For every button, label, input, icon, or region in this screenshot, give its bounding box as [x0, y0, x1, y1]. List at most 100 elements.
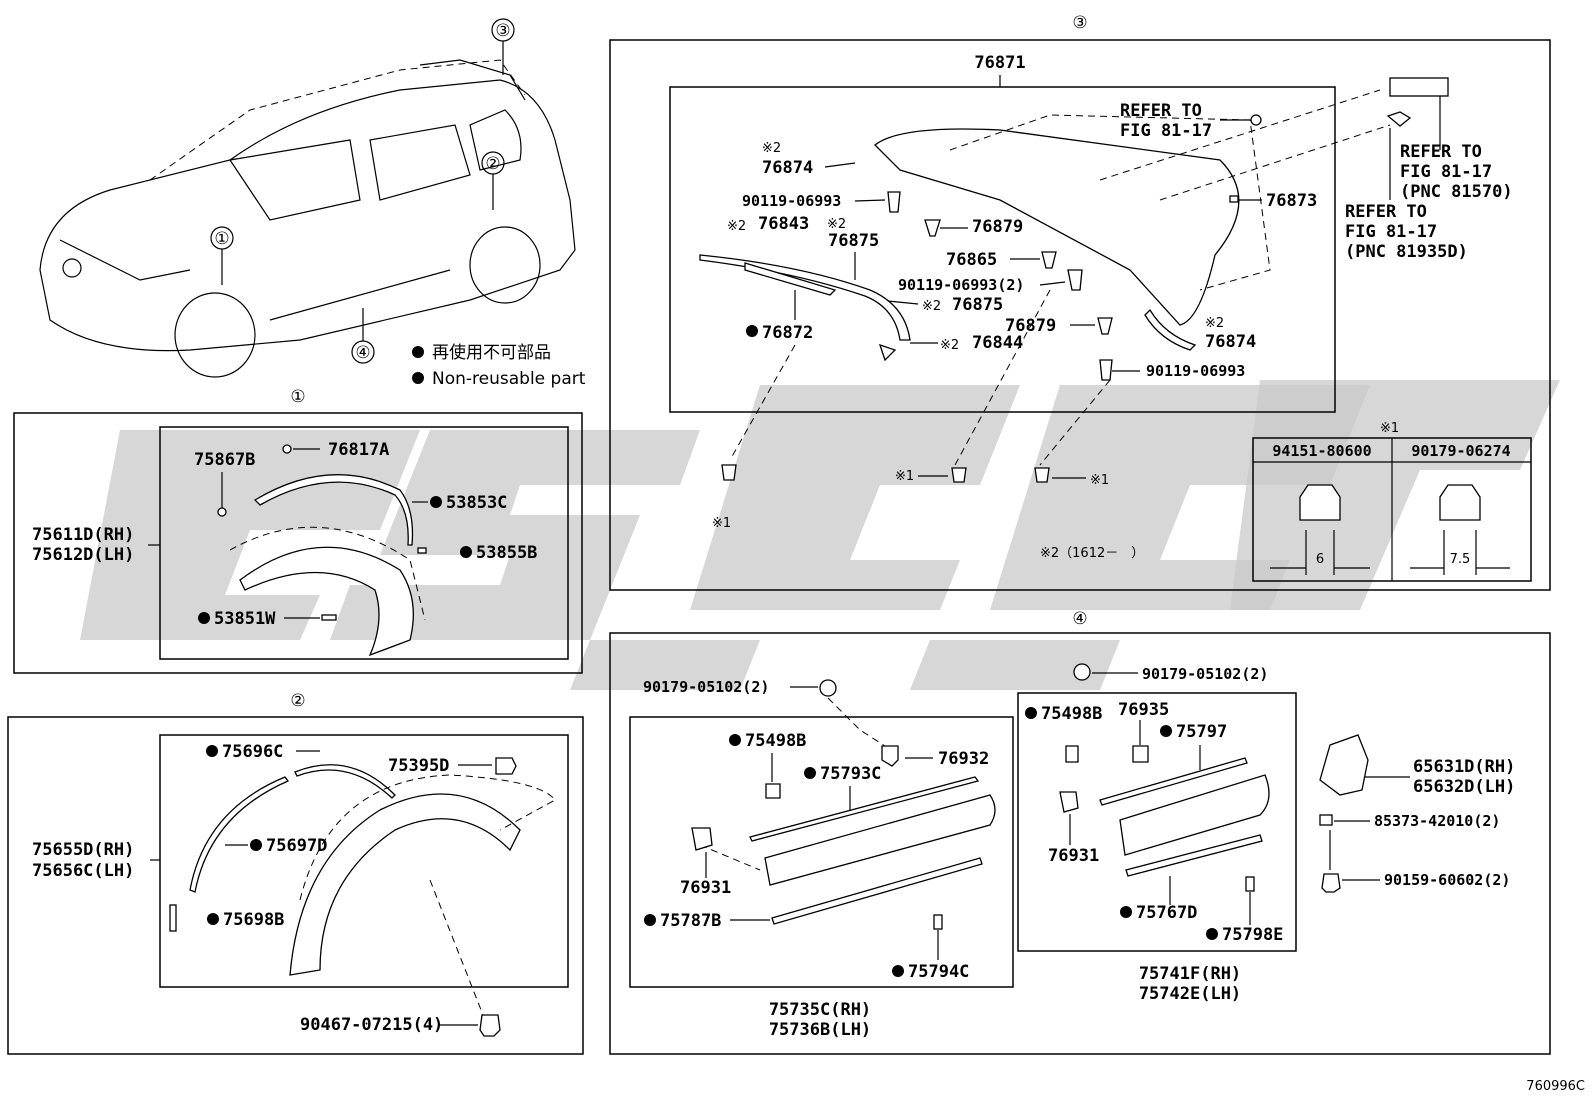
part-75794C: 75794C [908, 962, 969, 982]
section-4-assy-a-lh: 75736B(LH) [769, 1020, 871, 1040]
part-76843: 76843 [758, 214, 809, 234]
part-76874-b: 76874 [1205, 332, 1256, 352]
note-2-mark: ※2 [940, 338, 959, 353]
note-1-mark: ※1 [712, 516, 731, 531]
section-4-assy-b-rh: 75741F(RH) [1139, 964, 1241, 984]
section-2-marker: ② [290, 691, 305, 711]
part-53853C: 53853C [446, 493, 507, 513]
clip-dim-2: 7.5 [1450, 552, 1471, 567]
part-65631D: 65631D(RH) [1413, 757, 1515, 777]
section-4-right-frame [1017, 692, 1297, 952]
car-callout-3: ③ [495, 21, 510, 41]
part-76872: 76872 [762, 323, 813, 343]
section-4-assy-b-lh: 75742E(LH) [1139, 984, 1241, 1004]
part-90119-b: 90119-06993(2) [898, 276, 1024, 294]
part-75697D: 75697D [266, 836, 327, 856]
part-75498B-b: 75498B [1041, 704, 1102, 724]
section-2-inner-frame [159, 734, 569, 988]
part-75797: 75797 [1176, 722, 1227, 742]
car-overview [39, 59, 576, 378]
section-2-frame [7, 716, 584, 1055]
part-76875-b: 76875 [952, 295, 1003, 315]
refer-2-a: REFER TO [1400, 142, 1482, 162]
non-reusable-dot-icon [412, 346, 424, 358]
part-76932: 76932 [938, 749, 989, 769]
part-65632D: 65632D(LH) [1413, 777, 1515, 797]
part-75767D: 75767D [1136, 903, 1197, 923]
clip-dim-1: 6 [1316, 552, 1324, 567]
refer-3-a: REFER TO [1345, 202, 1427, 222]
part-75698B: 75698B [223, 910, 284, 930]
part-75696C: 75696C [222, 742, 283, 762]
part-90159: 90159-60602(2) [1384, 871, 1510, 889]
part-90179-b: 90179-05102(2) [1142, 665, 1268, 683]
non-reusable-dot-icon [412, 372, 424, 384]
note-1-mark: ※1 [1090, 473, 1109, 488]
part-53855B: 53855B [476, 543, 537, 563]
part-85373: 85373-42010(2) [1374, 812, 1500, 830]
wheel-opening-moulding [239, 546, 414, 657]
part-75395D: 75395D [388, 756, 449, 776]
rocker-panel-moulding-front [764, 794, 996, 886]
section-1-assy-rh: 75611D(RH) [32, 525, 134, 545]
section-2-assy-rh: 75655D(RH) [32, 840, 134, 860]
part-76879-a: 76879 [972, 217, 1023, 237]
legend-jp: 再使用不可部品 [432, 342, 551, 363]
spoiler-moulding [699, 254, 911, 341]
section-3-inner-frame [669, 86, 1336, 413]
section-3-frame [609, 39, 1551, 591]
part-90119-c: 90119-06993 [1146, 362, 1245, 380]
part-75498B-a: 75498B [745, 731, 806, 751]
spoiler-assy: 76871 [974, 53, 1025, 73]
part-76931-b: 76931 [1048, 846, 1099, 866]
part-76875-a: 76875 [828, 231, 879, 251]
note-2-mark: ※2 [827, 217, 846, 232]
fender-flare-moulding [253, 474, 414, 546]
part-76935: 76935 [1118, 700, 1169, 720]
mud-guard [1319, 734, 1369, 796]
part-90179-a: 90179-05102(2) [643, 678, 769, 696]
part-76874-a: 76874 [762, 158, 813, 178]
legend-en: Non-reusable part [432, 369, 586, 389]
section-1-marker: ① [290, 387, 305, 407]
refer-2-c: (PNC 81570) [1400, 182, 1513, 202]
note-1-mark: ※1 [895, 469, 914, 484]
section-4-frame [609, 632, 1551, 1055]
part-75787B: 75787B [660, 911, 721, 931]
car-callout-2: ② [485, 154, 500, 174]
car-callout-1: ① [214, 229, 229, 249]
clip-table-header: ※1 [1380, 421, 1399, 436]
part-76873: 76873 [1266, 191, 1317, 211]
note-2-mark: ※2 [727, 219, 746, 234]
part-76844: 76844 [972, 333, 1023, 353]
high-mount-stop-lamp [1389, 77, 1449, 97]
note-2-mark: ※2 [762, 141, 781, 156]
rocker-panel-moulding-rear [1119, 774, 1270, 856]
section-1-frame [13, 412, 583, 674]
diagram-id: 760996C [1526, 1079, 1585, 1094]
refer-1-a: REFER TO [1120, 101, 1202, 121]
clip-table-col-1: 94151-80600 [1272, 442, 1371, 460]
section-4-left-frame [629, 716, 1014, 988]
refer-3-c: (PNC 81935D) [1345, 242, 1468, 262]
section-3-marker: ③ [1072, 13, 1087, 33]
note-2-mark: ※2 [922, 299, 941, 314]
part-76865: 76865 [946, 250, 997, 270]
note-2-mark: ※2 [1205, 316, 1224, 331]
part-90467: 90467-07215(4) [300, 1015, 443, 1035]
clip-table-col-2: 90179-06274 [1411, 442, 1510, 460]
part-76931-a: 76931 [680, 878, 731, 898]
car-callout-4: ④ [355, 343, 370, 363]
refer-3-b: FIG 81-17 [1345, 222, 1437, 242]
section-3-footnote: ※2（1612－ ） [1040, 546, 1144, 561]
fender-liner [289, 793, 521, 976]
section-1-inner-frame [159, 426, 569, 660]
section-4-assy-a-rh: 75735C(RH) [769, 1000, 871, 1020]
refer-2-b: FIG 81-17 [1400, 162, 1492, 182]
part-90119-a: 90119-06993 [742, 192, 841, 210]
section-2-assy-lh: 75656C(LH) [32, 861, 134, 881]
section-4-marker: ④ [1072, 609, 1087, 629]
refer-1-b: FIG 81-17 [1120, 121, 1212, 141]
